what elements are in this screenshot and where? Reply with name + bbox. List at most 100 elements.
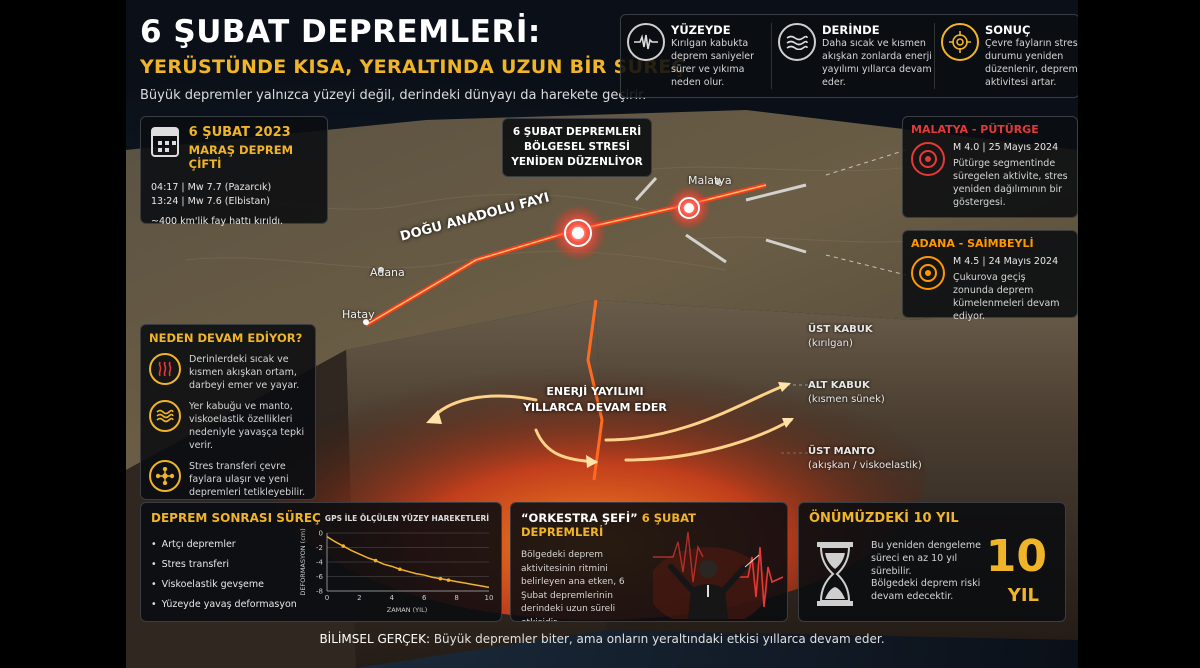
gps-chart: GPS İLE ÖLÇÜLEN YÜZEY HAREKETLERİ0-2-4-6… bbox=[299, 514, 494, 614]
target-icon bbox=[941, 23, 979, 61]
conductor-illustration bbox=[653, 531, 783, 619]
chart-y-tick: -8 bbox=[316, 588, 323, 596]
aftershock-card-malatya: MALATYA - PÜTÜRGE M 4.0 | 25 Mayıs 2024 … bbox=[902, 116, 1078, 218]
layer-name: ÜST MANTO bbox=[808, 446, 876, 457]
network-icon bbox=[149, 460, 181, 492]
page-subtitle-bold: YERÜSTÜNDE KISA, YERALTINDA UZUN BİR SÜR… bbox=[140, 56, 686, 78]
future-big-unit: YIL bbox=[1007, 585, 1039, 606]
post-process-heading: DEPREM SONRASI SÜREÇ bbox=[151, 511, 321, 525]
post-process-item: Stres transferi bbox=[151, 555, 491, 575]
chart-point bbox=[341, 544, 345, 548]
future-text-2: Bölgedeki deprem riski devam edecektir. bbox=[871, 578, 981, 602]
layer-desc: (kısmen sünek) bbox=[808, 394, 885, 405]
infographic: 6 ŞUBAT DEPREMLERİ: YERÜSTÜNDE KISA, YER… bbox=[126, 0, 1078, 668]
chart-y-tick: -4 bbox=[316, 559, 324, 567]
event-note: ~400 km'lik fay hattı kırıldı. bbox=[151, 216, 284, 227]
top-info-surface: YÜZEYDE Kırılgan kabukta deprem saniyele… bbox=[627, 23, 771, 89]
post-process-item: Viskoelastik gevşeme bbox=[151, 575, 491, 595]
heat-icon bbox=[149, 353, 181, 385]
page-subtitle: Büyük depremler yalnızca yüzeyi değil, d… bbox=[140, 88, 647, 103]
aftershock-text: Pütürge segmentinde süregelen aktivite, … bbox=[953, 158, 1068, 208]
stress-label: 6 ŞUBAT DEPREMLERİ BÖLGESEL STRESİ YENİD… bbox=[502, 118, 652, 177]
layer-name: ALT KABUK bbox=[808, 380, 870, 391]
quake-time: 13:24 bbox=[151, 196, 179, 207]
layer-upper-mantle: ÜST MANTO (akışkan / viskoelastik) bbox=[808, 446, 922, 471]
aftershock-mag: M 4.5 bbox=[953, 256, 980, 267]
chart-y-tick: 0 bbox=[319, 530, 323, 538]
footer-text: Büyük depremler biter, ama onların yeral… bbox=[433, 632, 885, 646]
event-name: MARAŞ DEPREM ÇİFTİ bbox=[188, 143, 294, 171]
city-hatay: Hatay bbox=[342, 308, 375, 321]
city-adana: Adana bbox=[370, 266, 405, 279]
event-card: 6 ŞUBAT 2023 MARAŞ DEPREM ÇİFTİ 04:17 | … bbox=[140, 116, 328, 227]
chart-y-label: DEFORMASYON (cm) bbox=[299, 528, 307, 595]
future-panel: ÖNÜMÜZDEKİ 10 YIL Bu yeniden dengeleme s… bbox=[798, 502, 1066, 622]
top-info-panel: YÜZEYDE Kırılgan kabukta deprem saniyele… bbox=[620, 14, 1078, 98]
post-process-item: Yüzeyde yavaş deformasyon bbox=[151, 595, 491, 615]
chart-x-tick: 8 bbox=[454, 594, 458, 602]
post-process-item: Artçı depremler bbox=[151, 535, 491, 555]
event-date: 6 ŞUBAT 2023 bbox=[188, 125, 291, 140]
waves-icon bbox=[149, 400, 181, 432]
layer-upper-crust: ÜST KABUK (kırılgan) bbox=[808, 324, 873, 349]
calendar-icon bbox=[151, 127, 179, 157]
top-info-heading: SONUÇ bbox=[985, 23, 1031, 37]
why-item-text: Yer kabuğu ve manto, viskoelastik özelli… bbox=[189, 401, 305, 451]
aftershock-mag: M 4.0 bbox=[953, 142, 980, 153]
chart-x-tick: 10 bbox=[485, 594, 494, 602]
orchestra-heading-quote: “ORKESTRA ŞEFİ” bbox=[521, 511, 638, 525]
orchestra-panel: “ORKESTRA ŞEFİ” 6 ŞUBAT DEPREMLERİ Bölge… bbox=[510, 502, 788, 622]
why-item-text: Stres transferi çevre faylara ulaşır ve … bbox=[189, 461, 306, 498]
why-panel: NEDEN DEVAM EDİYOR? Derinlerdeki sıcak v… bbox=[140, 324, 316, 500]
event-quake-2: 13:24 | Mw 7.6 (Elbistan) bbox=[151, 196, 270, 207]
top-info-text: Kırılgan kabukta deprem saniyeler sürer … bbox=[671, 38, 755, 88]
top-info-depth: DERİNDE Daha sıcak ve kısmen akışkan zon… bbox=[771, 23, 934, 89]
post-process-panel: DEPREM SONRASI SÜREÇ Artçı depremler Str… bbox=[140, 502, 502, 622]
top-info-heading: DERİNDE bbox=[822, 23, 880, 37]
why-heading: NEDEN DEVAM EDİYOR? bbox=[149, 331, 303, 345]
chart-y-tick: -2 bbox=[316, 544, 323, 552]
epicenter-icon bbox=[911, 256, 945, 290]
chart-point bbox=[438, 576, 443, 581]
chart-x-label: ZAMAN (YIL) bbox=[387, 606, 427, 614]
orchestra-heading: 6 ŞUBAT DEPREMLERİ bbox=[521, 511, 696, 539]
aftershock-heading: MALATYA - PÜTÜRGE bbox=[911, 123, 1039, 136]
why-item-text: Derinlerdeki sıcak ve kısmen akışkan ort… bbox=[189, 354, 300, 391]
top-info-result: SONUÇ Çevre fayların stres durumu yenide… bbox=[934, 23, 1078, 89]
top-info-text: Daha sıcak ve kısmen akışkan zonlarda en… bbox=[822, 38, 932, 88]
layer-name: ÜST KABUK bbox=[808, 324, 873, 335]
layer-desc: (akışkan / viskoelastik) bbox=[808, 460, 922, 471]
layer-desc: (kırılgan) bbox=[808, 338, 853, 349]
top-info-heading: YÜZEYDE bbox=[671, 23, 731, 37]
chart-point bbox=[446, 578, 451, 582]
chart-x-tick: 2 bbox=[357, 594, 361, 602]
orchestra-text: Bölgedeki deprem aktivitesinin ritmini b… bbox=[521, 550, 625, 621]
chart-point bbox=[373, 558, 378, 563]
aftershock-card-adana: ADANA - SAİMBEYLİ M 4.5 | 24 Mayıs 2024 … bbox=[902, 230, 1078, 322]
chart-x-tick: 4 bbox=[390, 594, 395, 602]
aftershock-text: Çukurova geçiş zonunda deprem kümelenmel… bbox=[953, 272, 1060, 322]
aftershock-heading: ADANA - SAİMBEYLİ bbox=[911, 237, 1034, 250]
chart-point bbox=[398, 567, 402, 572]
chart-y-tick: -6 bbox=[316, 573, 324, 581]
epicenter-icon bbox=[911, 142, 945, 176]
chart-title: GPS İLE ÖLÇÜLEN YÜZEY HAREKETLERİ bbox=[325, 514, 489, 523]
chart-series-line bbox=[326, 535, 490, 589]
page-title: 6 ŞUBAT DEPREMLERİ: bbox=[140, 14, 541, 50]
hourglass-icon bbox=[817, 542, 853, 606]
future-text-1: Bu yeniden dengeleme süreci en az 10 yıl… bbox=[871, 540, 981, 577]
future-big-number: 10 bbox=[985, 531, 1047, 582]
chart-x-tick: 6 bbox=[422, 594, 427, 602]
aftershock-date: 24 Mayıs 2024 bbox=[988, 256, 1059, 267]
top-info-text: Çevre fayların stres durumu yeniden düze… bbox=[985, 38, 1078, 88]
footer-label: BİLİMSEL GERÇEK: bbox=[319, 632, 430, 646]
energy-label: ENERJİ YAYILIMI YILLARCA DEVAM EDER bbox=[523, 385, 667, 414]
aftershock-date: 25 Mayıs 2024 bbox=[988, 142, 1059, 153]
event-quake-1: 04:17 | Mw 7.7 (Pazarcık) bbox=[151, 182, 272, 193]
chart-x-tick: 0 bbox=[325, 594, 329, 602]
footer: BİLİMSEL GERÇEK: Büyük depremler biter, … bbox=[126, 632, 1078, 646]
quake-magnitude: Mw 7.7 (Pazarcık) bbox=[187, 182, 272, 193]
future-heading: ÖNÜMÜZDEKİ 10 YIL bbox=[809, 511, 959, 526]
waves-icon bbox=[778, 23, 816, 61]
city-malatya: Malatya bbox=[688, 174, 732, 187]
